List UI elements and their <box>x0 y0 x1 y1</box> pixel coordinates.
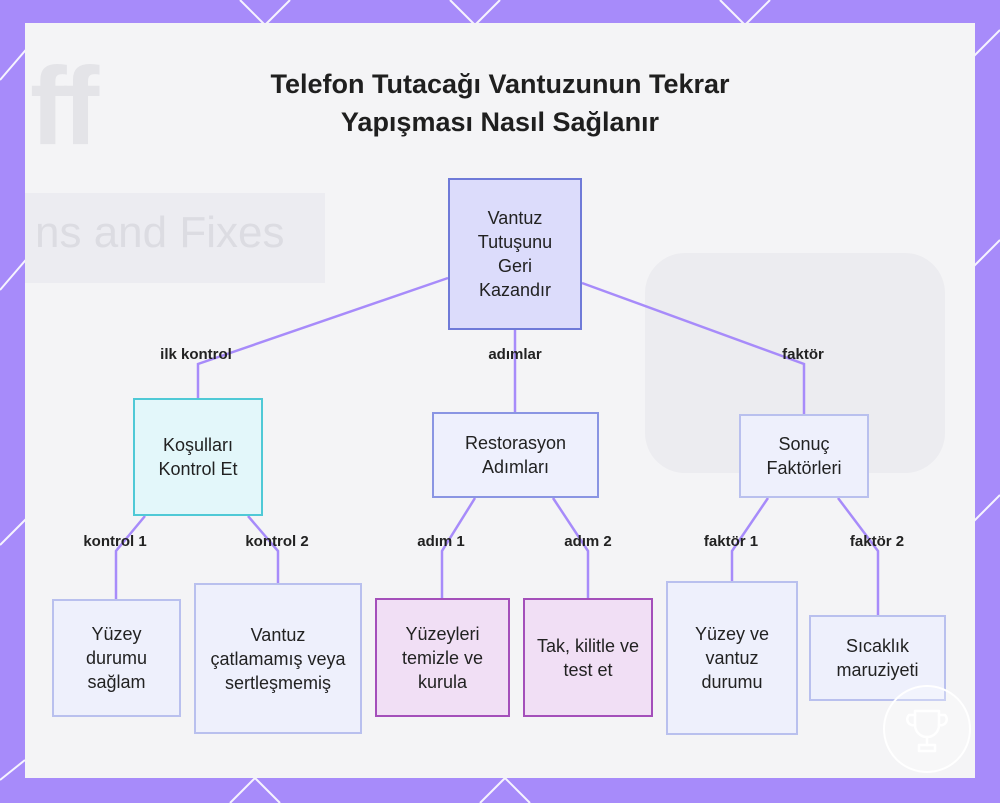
edge-factors-f2 <box>838 498 878 615</box>
node-step2-label: Tak, kilitle ve test et <box>535 634 641 682</box>
edge-label-check-c2: kontrol 2 <box>245 533 308 550</box>
node-factors-label: Sonuç Faktörleri <box>751 432 857 480</box>
edge-label-root-restore: adımlar <box>488 346 541 363</box>
node-step1-label: Yüzeyleri temizle ve kurula <box>387 622 498 694</box>
node-clean-and-dry: Yüzeyleri temizle ve kurula <box>375 598 510 717</box>
node-surface-condition: Yüzey durumu sağlam <box>52 599 181 717</box>
edge-label-root-factors: faktör <box>782 346 824 363</box>
node-check-label: Koşulları Kontrol Et <box>145 433 251 481</box>
node-check2-label: Vantuz çatlamamış veya sertleşmemiş <box>206 623 350 695</box>
node-root-label: Vantuz Tutuşunu Geri Kazandır <box>460 206 570 302</box>
node-check-conditions: Koşulları Kontrol Et <box>133 398 263 516</box>
node-surface-and-suction: Yüzey ve vantuz durumu <box>666 581 798 735</box>
edge-label-factors-f1: faktör 1 <box>704 533 758 550</box>
edge-label-root-check: ilk kontrol <box>160 346 232 363</box>
edge-label-check-c1: kontrol 1 <box>83 533 146 550</box>
node-result-factors: Sonuç Faktörleri <box>739 414 869 498</box>
node-check1-label: Yüzey durumu sağlam <box>64 622 169 694</box>
edge-label-restore-s2: adım 2 <box>564 533 612 550</box>
edge-label-restore-s1: adım 1 <box>417 533 465 550</box>
edge-root-factors <box>582 283 804 414</box>
node-restore-label: Restorasyon Adımları <box>444 431 587 479</box>
edge-check-c1 <box>116 516 145 599</box>
node-restoration-steps: Restorasyon Adımları <box>432 412 599 498</box>
edge-root-check <box>198 278 448 398</box>
node-factor1-label: Yüzey ve vantuz durumu <box>678 622 786 694</box>
node-suction-not-cracked: Vantuz çatlamamış veya sertleşmemiş <box>194 583 362 734</box>
node-attach-lock-test: Tak, kilitle ve test et <box>523 598 653 717</box>
node-factor2-label: Sıcaklık maruziyeti <box>821 634 934 682</box>
trophy-icon <box>885 687 969 771</box>
edge-label-factors-f2: faktör 2 <box>850 533 904 550</box>
node-root: Vantuz Tutuşunu Geri Kazandır <box>448 178 582 330</box>
watermark-logo <box>883 685 971 773</box>
